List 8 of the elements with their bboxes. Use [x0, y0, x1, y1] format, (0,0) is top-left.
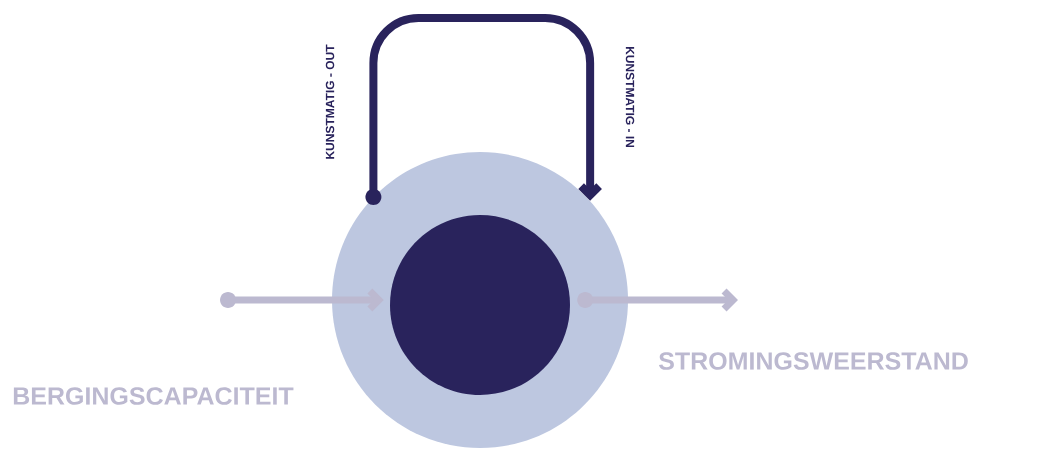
vertical-label: KUNSTMATIG - OUT: [325, 44, 335, 159]
inner-circle: [390, 215, 570, 395]
arrow: [220, 288, 384, 312]
axis-label: BERGINGSCAPACITEIT: [13, 387, 294, 405]
axis-label: STROMINGSWEERSTAND: [658, 352, 968, 370]
loop-arrow: [365, 14, 602, 206]
arrow: [577, 288, 738, 312]
vertical-label: KUNSTMATIG - IN: [625, 46, 635, 148]
